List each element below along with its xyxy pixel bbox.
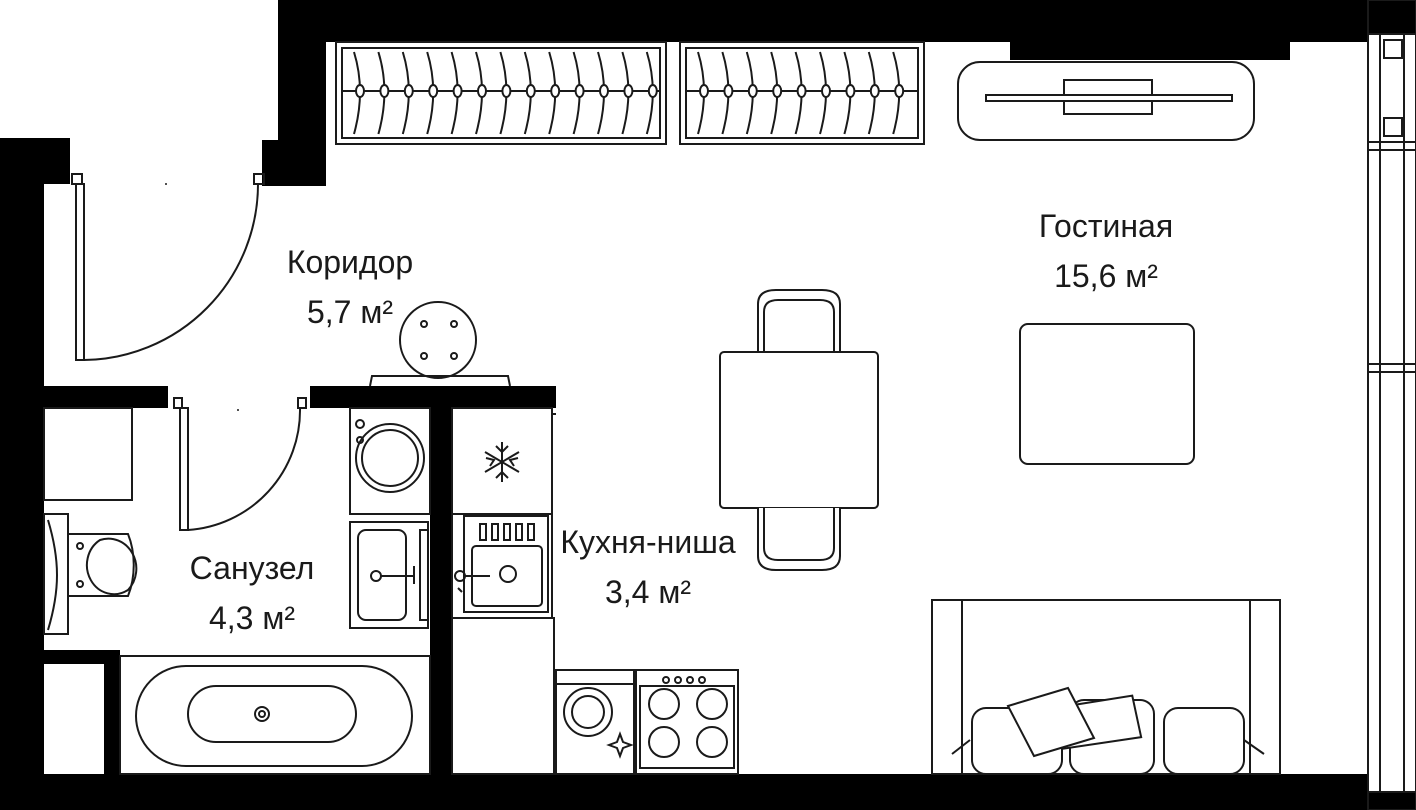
bathtub [119,655,431,775]
sofa [931,599,1281,775]
radiator-fin-knob [723,84,734,98]
radiator-fin-knob [699,84,709,98]
room-name-living: Гостиная [1038,208,1174,244]
toilet [43,513,138,635]
radiator-fin-knob [501,84,512,98]
walls [0,0,1370,810]
room-name-kitchen: Кухня-ниша [560,524,736,560]
room-area-bathroom: 4,3 м² [208,600,296,636]
kitchen-counter [451,617,636,775]
room-area-living: 15,6 м² [1054,258,1158,294]
room-name-bathroom: Санузел [189,550,315,586]
bathroom-sink [349,521,429,629]
radiator-fin-knob [355,84,365,98]
radiator-fin-knob [747,84,758,98]
room-name-corridor: Коридор [286,244,414,280]
radiator-fin-knob [772,84,783,98]
radiator-fin-knob [574,84,585,98]
room-area-kitchen: 3,4 м² [604,574,692,610]
snowflake-icon [484,442,520,482]
entry-door[interactable] [71,173,265,361]
radiator-fin-knob [525,84,536,98]
dishwasher [555,669,635,775]
radiator-fin-knob [845,84,856,98]
radiator-fin-knob [550,84,561,98]
radiator-fin-knob [623,84,634,98]
radiator-fin-knob [403,84,414,98]
sparkle-icon [606,731,634,759]
radiator-fin-knob [452,84,463,98]
kitchen-sink [451,513,553,619]
radiator-fin-knob [428,84,439,98]
room-area-corridor: 5,7 м² [306,294,394,330]
stove [635,669,739,775]
radiator-fin-knob [821,84,831,98]
radiator-fins [353,51,905,135]
washing-machine [349,407,431,515]
bathroom-cabinet [43,407,133,501]
radiator-fin-knob [599,84,609,98]
bathroom-door[interactable] [173,397,307,531]
radiator-fin-knob [477,84,487,98]
tv-console [957,61,1255,141]
dining-set [719,289,879,571]
coffee-table [1019,323,1195,465]
radiator-fin-knob [894,84,905,98]
radiator-fin-knob [796,84,807,98]
radiator-fin-knob [647,84,658,98]
corridor-stool [369,301,511,387]
window-right [1367,0,1416,810]
radiator-fin-knob [379,84,390,98]
radiator-fin-knob [869,84,880,98]
